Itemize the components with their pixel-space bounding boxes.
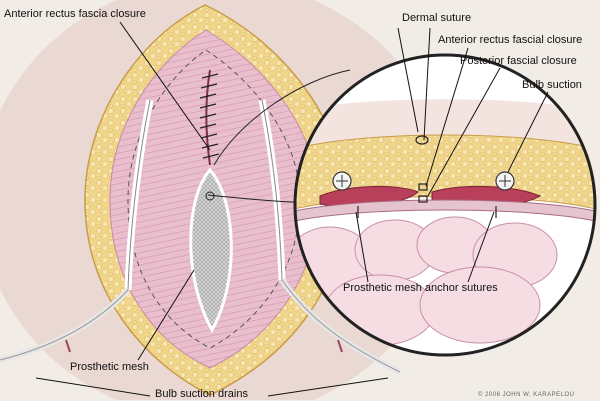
label-bulb-suction: Bulb suction [522, 79, 582, 91]
label-bulb-suction-drains: Bulb suction drains [155, 388, 248, 400]
section-sutures [357, 135, 497, 218]
left-external-drain-outline [0, 289, 129, 361]
fascia-edge-dashed [127, 49, 301, 349]
bulb-suction-left [332, 171, 352, 191]
posterior-fascia [295, 199, 595, 223]
label-anterior-rectus-fascia-closure: Anterior rectus fascia closure [4, 8, 146, 20]
right-drain-tube-outline [261, 99, 283, 281]
label-prosthetic-mesh-anchor-sutures: Prosthetic mesh anchor sutures [343, 282, 498, 294]
magnifier-origin [205, 191, 215, 201]
left-drain-tube-outline [127, 99, 151, 291]
bulb-suction-right [495, 171, 515, 191]
cross-section-magnified [295, 55, 595, 355]
magnifier-connector [213, 69, 351, 166]
drain-exit-markers [65, 339, 343, 353]
copyright-notice: © 2006 JOHN W. KARAPELOU [478, 392, 575, 398]
label-dermal-suture: Dermal suture [402, 12, 472, 24]
label-posterior-fascial-closure: Posterior fascial closure [460, 55, 577, 67]
right-external-drain-outline [281, 279, 401, 373]
label-anterior-rectus-fascial-closure: Anterior rectus fascial closure [438, 34, 583, 46]
bowel [295, 216, 558, 346]
central-fascia-closure [205, 69, 211, 166]
leader-lines [35, 21, 549, 397]
magnifier-ring [293, 53, 597, 357]
suture-stitches [199, 73, 220, 159]
label-prosthetic-mesh: Prosthetic mesh [70, 361, 149, 373]
prosthetic-mesh [189, 167, 233, 334]
